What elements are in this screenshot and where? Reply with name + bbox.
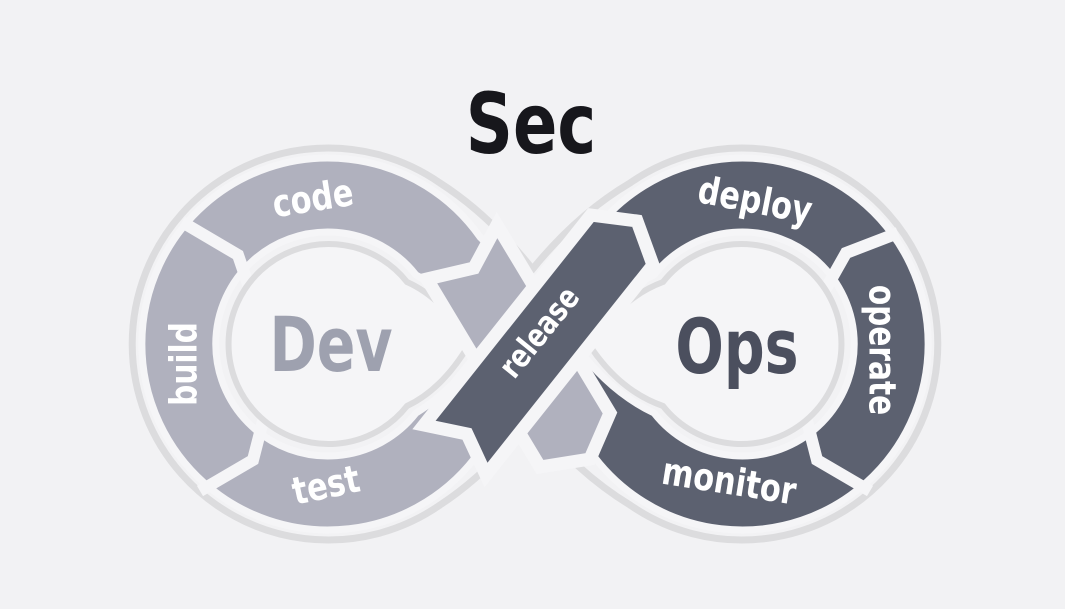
ops-center-label: Ops <box>675 303 798 391</box>
label-build: build <box>162 322 205 406</box>
gap-build-test <box>196 415 270 497</box>
ops-loop-inner-ring <box>586 241 845 447</box>
gap-operate-monitor <box>800 415 874 497</box>
title-sec: Sec <box>466 75 596 173</box>
dev-loop-band <box>138 154 552 534</box>
dev-loop-outer-outline <box>128 144 537 544</box>
dev-loop-inner-ring <box>225 241 474 447</box>
dev-center-label: Dev <box>269 301 392 389</box>
gap-deploy-operate <box>818 227 901 295</box>
release-band <box>412 208 661 488</box>
label-operate: operate <box>860 285 903 415</box>
ops-loop-outer-outline <box>528 144 942 544</box>
